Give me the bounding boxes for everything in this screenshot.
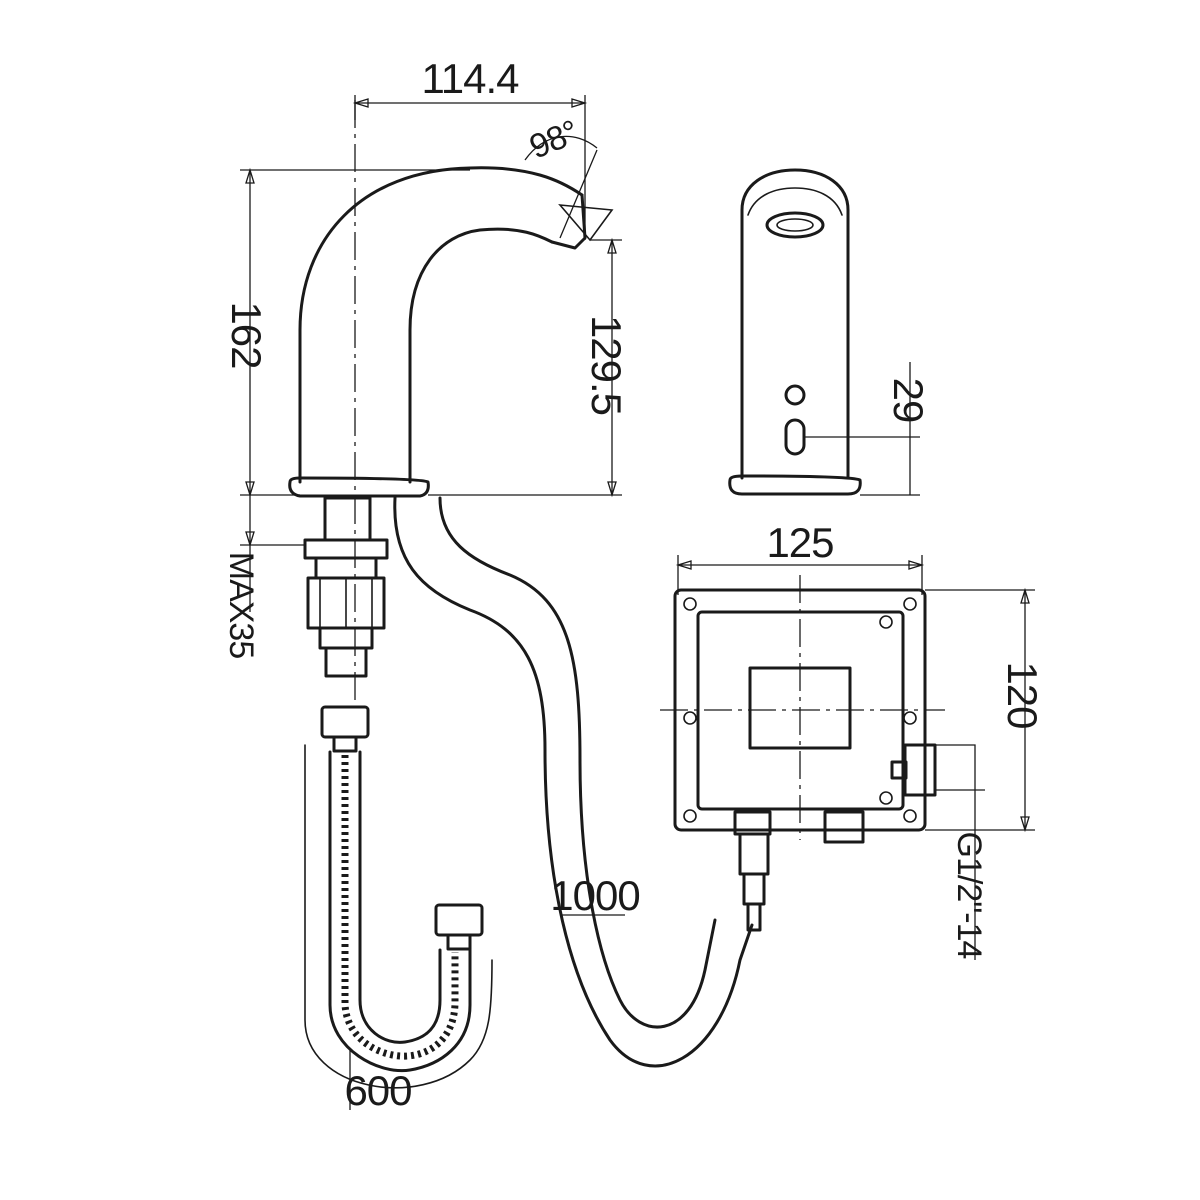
spout-shank (303, 496, 389, 678)
dim-outlet-height: 129.5 (583, 315, 630, 415)
dim-box-height: 120 (999, 661, 1046, 728)
dim-cable-length: 1000 (550, 872, 639, 919)
spout-side-view (288, 100, 614, 700)
control-box (660, 575, 945, 932)
dimension-lines (240, 95, 1035, 1110)
dim-total-height: 162 (223, 301, 270, 368)
dim-max-deck: MAX35 (222, 552, 260, 659)
dim-hose-length: 600 (344, 1067, 411, 1114)
dim-thread: G1/2"-14 (950, 832, 988, 959)
sensor-cable (393, 496, 754, 1068)
flex-hose (304, 705, 493, 1089)
spout-front-view (728, 168, 862, 496)
dim-spout-reach: 114.4 (422, 55, 520, 102)
dim-angle: 98° (524, 113, 583, 166)
dim-sensor-height: 29 (885, 378, 932, 423)
dim-box-width: 125 (766, 519, 833, 566)
